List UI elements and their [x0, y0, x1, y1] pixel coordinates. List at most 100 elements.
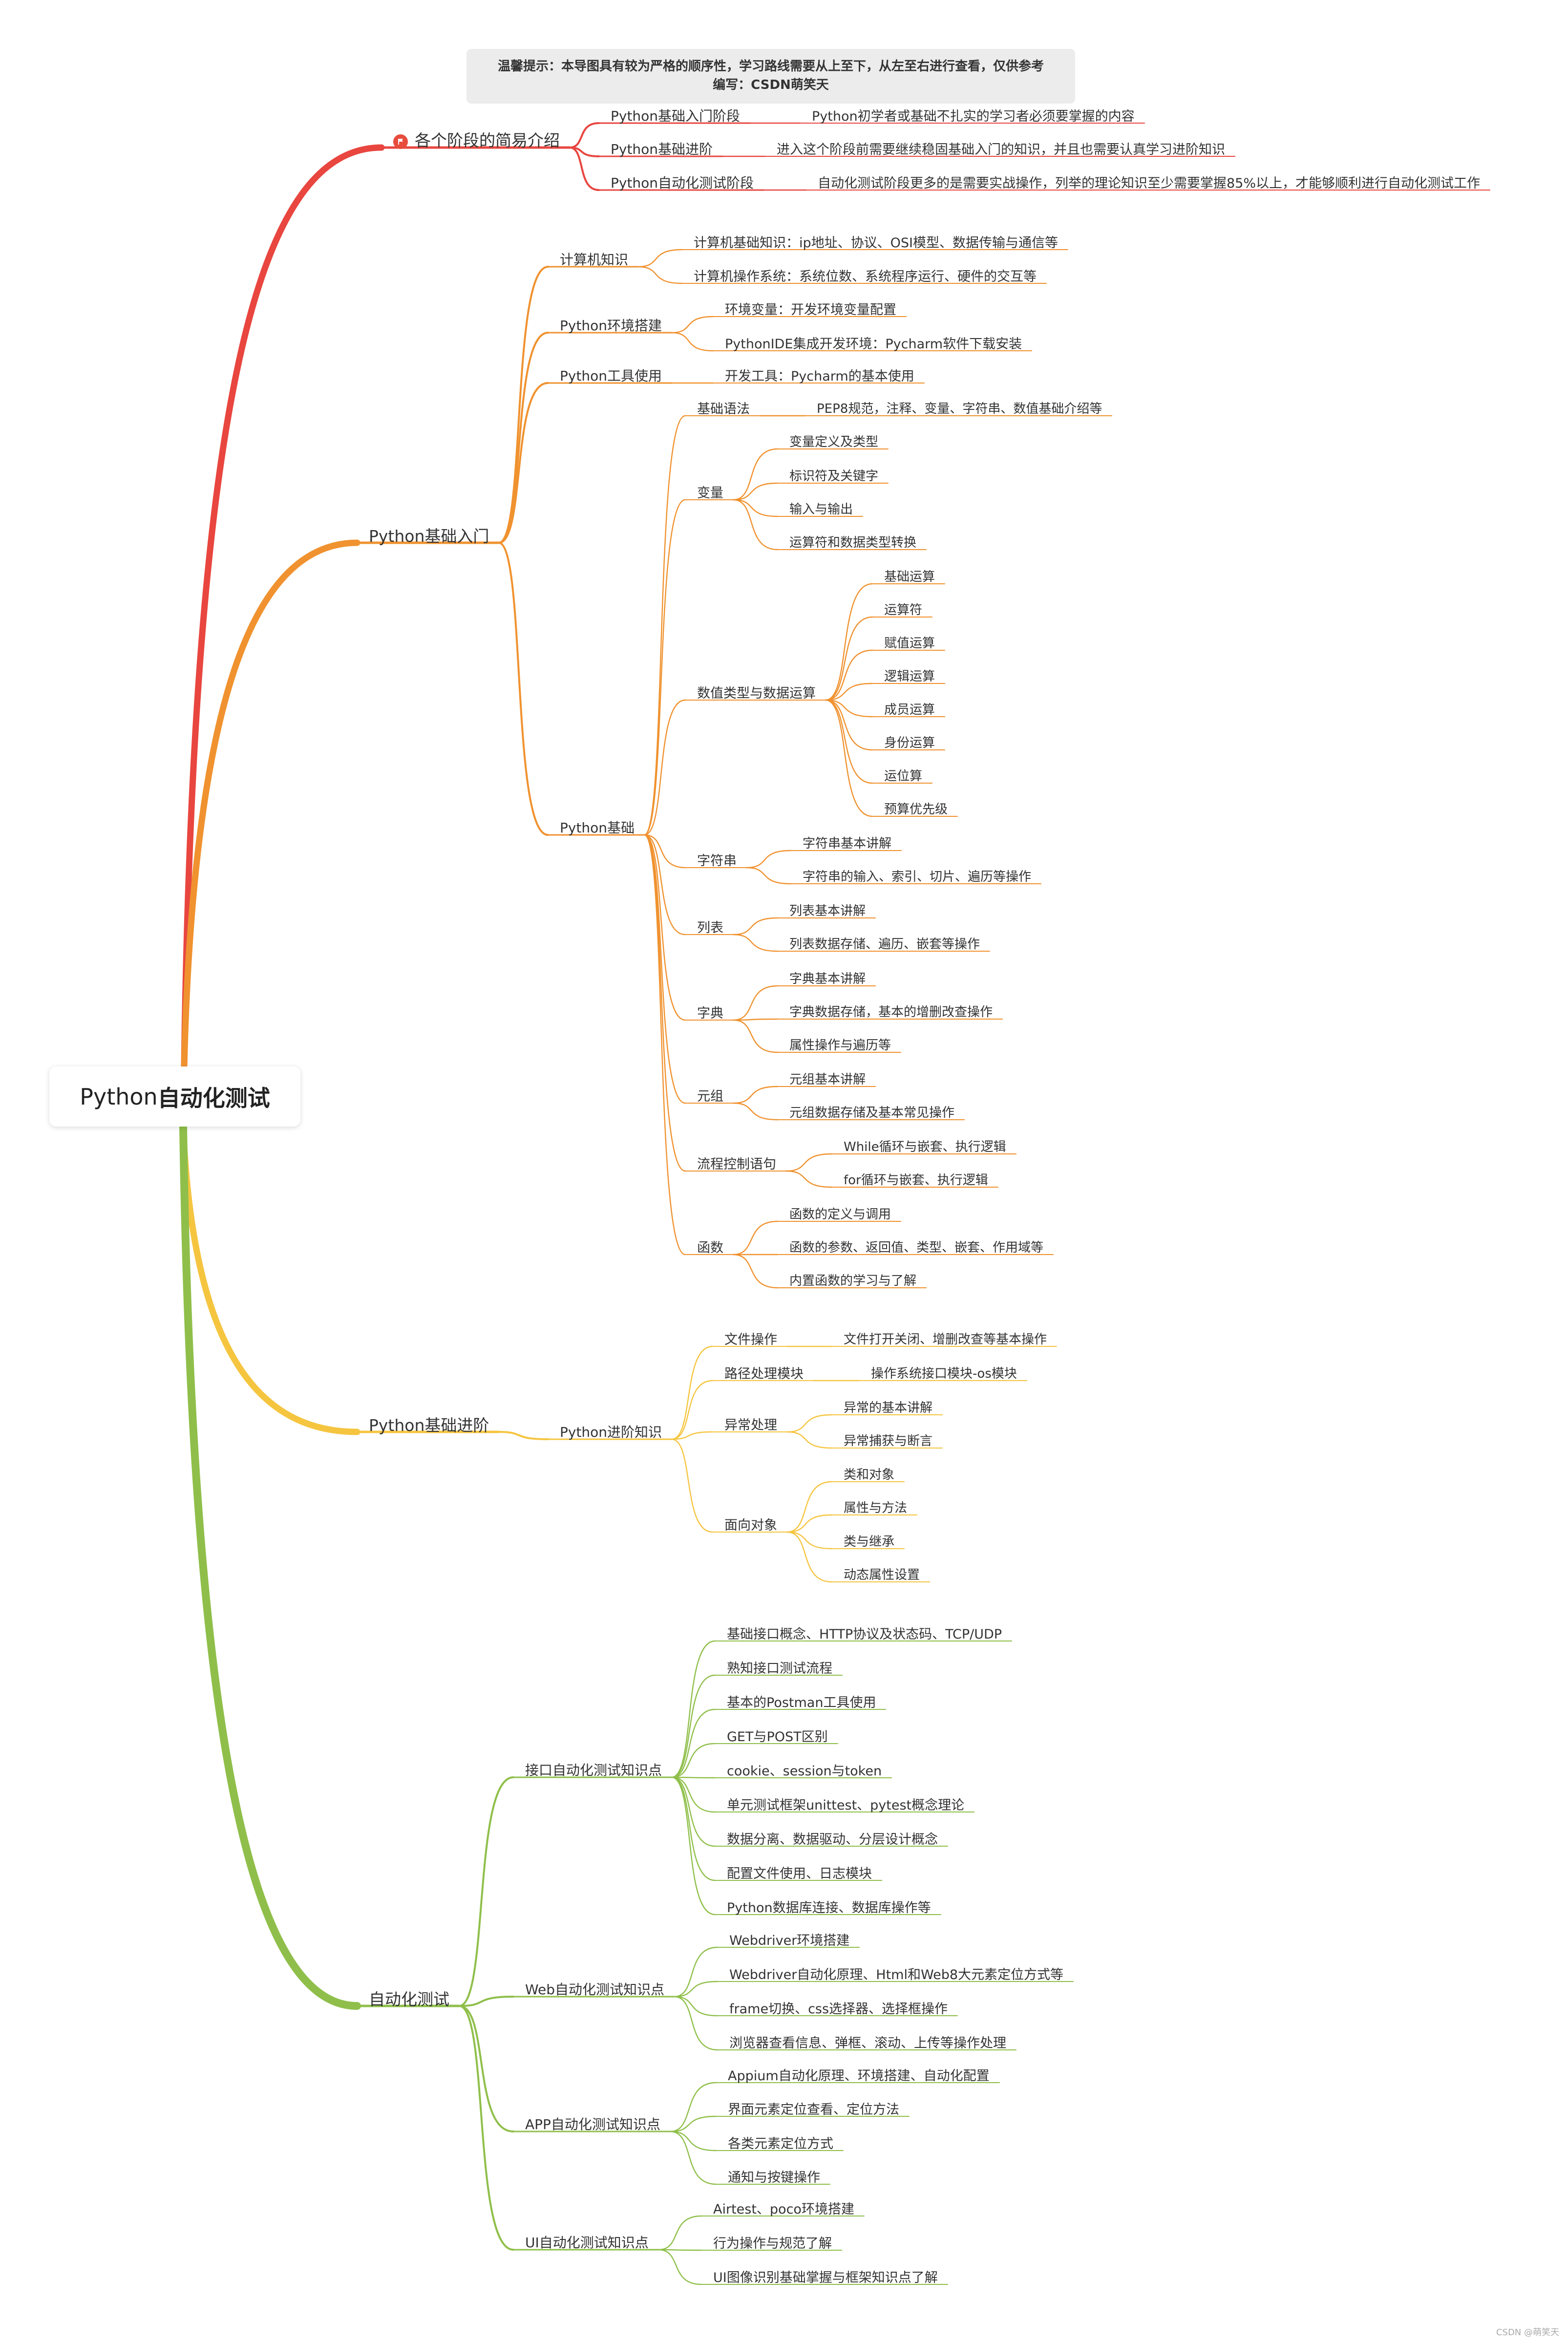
node-g3g[interactable]: 运位算: [884, 770, 922, 783]
node-y4[interactable]: 面向对象: [724, 1519, 777, 1532]
node-g9[interactable]: 函数: [697, 1241, 723, 1255]
node-y3[interactable]: 异常处理: [724, 1419, 777, 1432]
node-b2d[interactable]: Python基础: [560, 821, 635, 835]
node-g7b[interactable]: 元组数据存储及基本常见操作: [789, 1107, 954, 1119]
node-g9c[interactable]: 内置函数的学习与了解: [789, 1275, 916, 1287]
node-g8[interactable]: 流程控制语句: [697, 1158, 776, 1171]
node-g8b[interactable]: for循环与嵌套、执行逻辑: [844, 1174, 988, 1187]
node-g9a[interactable]: 函数的定义与调用: [789, 1208, 891, 1221]
edge-b2b: [498, 332, 549, 544]
node-g3c[interactable]: 赋值运算: [884, 637, 935, 650]
node-b4d[interactable]: UI自动化测试知识点: [525, 2236, 649, 2250]
node-w3[interactable]: frame切换、css选择器、选择框操作: [729, 2003, 948, 2016]
node-b2b2[interactable]: PythonIDE集成开发环境：Pycharm软件下载安装: [725, 338, 1022, 351]
node-b2a[interactable]: 计算机知识: [560, 253, 628, 267]
node-g3b[interactable]: 运算符: [884, 604, 922, 617]
node-y3b[interactable]: 异常捕获与断言: [844, 1435, 932, 1448]
node-g7a[interactable]: 元组基本讲解: [789, 1073, 866, 1086]
node-label: PythonIDE集成开发环境：Pycharm软件下载安装: [725, 336, 1022, 352]
node-g6[interactable]: 字典: [697, 1007, 723, 1020]
node-a3[interactable]: 各类元素定位方式: [728, 2137, 833, 2151]
node-g4b[interactable]: 字符串的输入、索引、切片、遍历等操作: [803, 871, 1031, 883]
node-y1a[interactable]: 文件打开关闭、增删改查等基本操作: [844, 1333, 1047, 1346]
node-i9[interactable]: Python数据库连接、数据库操作等: [727, 1901, 931, 1915]
node-b1a[interactable]: Python基础入门阶段: [611, 109, 740, 123]
node-g2d[interactable]: 运算符和数据类型转换: [789, 536, 916, 549]
node-g1a[interactable]: PEP8规范，注释、变量、字符串、数值基础介绍等: [817, 403, 1102, 415]
node-label: Python工具使用: [560, 368, 662, 384]
node-b4b[interactable]: Web自动化测试知识点: [525, 1983, 664, 1997]
node-g9b[interactable]: 函数的参数、返回值、类型、嵌套、作用域等: [789, 1241, 1043, 1254]
node-i3[interactable]: 基本的Postman工具使用: [727, 1696, 876, 1709]
node-g3e[interactable]: 成员运算: [884, 703, 935, 716]
node-i8[interactable]: 配置文件使用、日志模块: [727, 1867, 872, 1880]
node-i1[interactable]: 基础接口概念、HTTP协议及状态码、TCP/UDP: [727, 1628, 1002, 1641]
node-w1[interactable]: Webdriver环境搭建: [729, 1934, 849, 1947]
node-b1c1[interactable]: 自动化测试阶段更多的是需要实战操作，列举的理论知识至少需要掌握85%以上，才能够…: [818, 177, 1480, 190]
node-g5a[interactable]: 列表基本讲解: [789, 905, 866, 917]
node-b2a1[interactable]: 计算机基础知识：ip地址、协议、OSI模型、数据传输与通信等: [694, 236, 1058, 250]
node-u1[interactable]: Airtest、poco环境搭建: [713, 2203, 854, 2216]
node-b1b1[interactable]: 进入这个阶段前需要继续稳固基础入门的知识，并且也需要认真学习进阶知识: [777, 143, 1225, 156]
node-y4b[interactable]: 属性与方法: [844, 1502, 907, 1514]
node-b4[interactable]: 自动化测试: [369, 1991, 449, 2007]
node-y4c[interactable]: 类与继承: [844, 1535, 894, 1548]
node-g3a[interactable]: 基础运算: [884, 571, 935, 583]
node-g6b[interactable]: 字典数据存储，基本的增删改查操作: [789, 1006, 993, 1019]
node-i7[interactable]: 数据分离、数据驱动、分层设计概念: [727, 1833, 938, 1846]
node-i6[interactable]: 单元测试框架unittest、pytest概念理论: [727, 1799, 964, 1812]
node-i5[interactable]: cookie、session与token: [727, 1765, 882, 1778]
node-g1[interactable]: 基础语法: [697, 403, 750, 416]
node-a4[interactable]: 通知与按键操作: [728, 2171, 820, 2184]
node-b2c1[interactable]: 开发工具：Pycharm的基本使用: [725, 370, 914, 383]
node-g3f[interactable]: 身份运算: [884, 737, 935, 749]
node-b2b1[interactable]: 环境变量：开发环境变量配置: [725, 303, 896, 317]
node-b1a1[interactable]: Python初学者或基础不扎实的学习者必须要掌握的内容: [812, 110, 1135, 123]
node-b1b[interactable]: Python基础进阶: [611, 143, 713, 156]
node-i2[interactable]: 熟知接口测试流程: [727, 1662, 832, 1675]
node-y2[interactable]: 路径处理模块: [724, 1367, 804, 1381]
node-g5[interactable]: 列表: [697, 921, 723, 935]
node-g2[interactable]: 变量: [697, 487, 723, 500]
node-y4a[interactable]: 类和对象: [844, 1469, 894, 1481]
node-g2c[interactable]: 输入与输出: [789, 503, 853, 516]
node-y4d[interactable]: 动态属性设置: [844, 1569, 920, 1581]
node-g7[interactable]: 元组: [697, 1090, 723, 1103]
node-y2a[interactable]: 操作系统接口模块-os模块: [871, 1367, 1017, 1380]
node-g3[interactable]: 数值类型与数据运算: [697, 687, 816, 700]
node-b3a[interactable]: Python进阶知识: [560, 1426, 662, 1439]
edge-g7a: [732, 1086, 779, 1104]
node-b1[interactable]: 各个阶段的简易介绍: [393, 132, 560, 149]
node-i4[interactable]: GET与POST区别: [727, 1730, 828, 1744]
node-u3[interactable]: UI图像识别基础掌握与框架知识点了解: [713, 2271, 938, 2284]
node-g6c[interactable]: 属性操作与遍历等: [789, 1039, 891, 1052]
node-g4a[interactable]: 字符串基本讲解: [803, 837, 891, 850]
node-b2c[interactable]: Python工具使用: [560, 369, 662, 383]
node-g3h[interactable]: 预算优先级: [884, 803, 948, 816]
node-y3a[interactable]: 异常的基本讲解: [844, 1402, 932, 1414]
node-g5b[interactable]: 列表数据存储、遍历、嵌套等操作: [789, 938, 980, 951]
node-a1[interactable]: Appium自动化原理、环境搭建、自动化配置: [728, 2069, 990, 2083]
node-w2[interactable]: Webdriver自动化原理、Html和Web8大元素定位方式等: [729, 1968, 1063, 1982]
node-b4a[interactable]: 接口自动化测试知识点: [525, 1764, 662, 1777]
node-y1[interactable]: 文件操作: [724, 1333, 777, 1346]
node-g2b[interactable]: 标识符及关键字: [789, 470, 878, 483]
node-label: Python基础进阶: [611, 141, 713, 157]
node-u2[interactable]: 行为操作与规范了解: [713, 2237, 832, 2250]
node-b2[interactable]: Python基础入门: [369, 528, 489, 544]
node-b3[interactable]: Python基础进阶: [369, 1417, 489, 1433]
node-g2a[interactable]: 变量定义及类型: [789, 436, 878, 448]
node-label: 元组: [697, 1088, 723, 1104]
node-g4[interactable]: 字符串: [697, 854, 737, 868]
node-g3d[interactable]: 逻辑运算: [884, 670, 935, 683]
node-a2[interactable]: 界面元素定位查看、定位方法: [728, 2103, 899, 2116]
node-b1c[interactable]: Python自动化测试阶段: [611, 176, 754, 190]
node-b2b[interactable]: Python环境搭建: [560, 319, 662, 333]
node-g6a[interactable]: 字典基本讲解: [789, 973, 866, 985]
node-g8a[interactable]: While循环与嵌套、执行逻辑: [844, 1141, 1006, 1153]
node-w4[interactable]: 浏览器查看信息、弹框、滚动、上传等操作处理: [729, 2037, 1006, 2050]
edge-g9: [643, 834, 686, 1256]
node-b2a2[interactable]: 计算机操作系统：系统位数、系统程序运行、硬件的交互等: [694, 270, 1037, 283]
node-b4c[interactable]: APP自动化测试知识点: [525, 2118, 660, 2131]
